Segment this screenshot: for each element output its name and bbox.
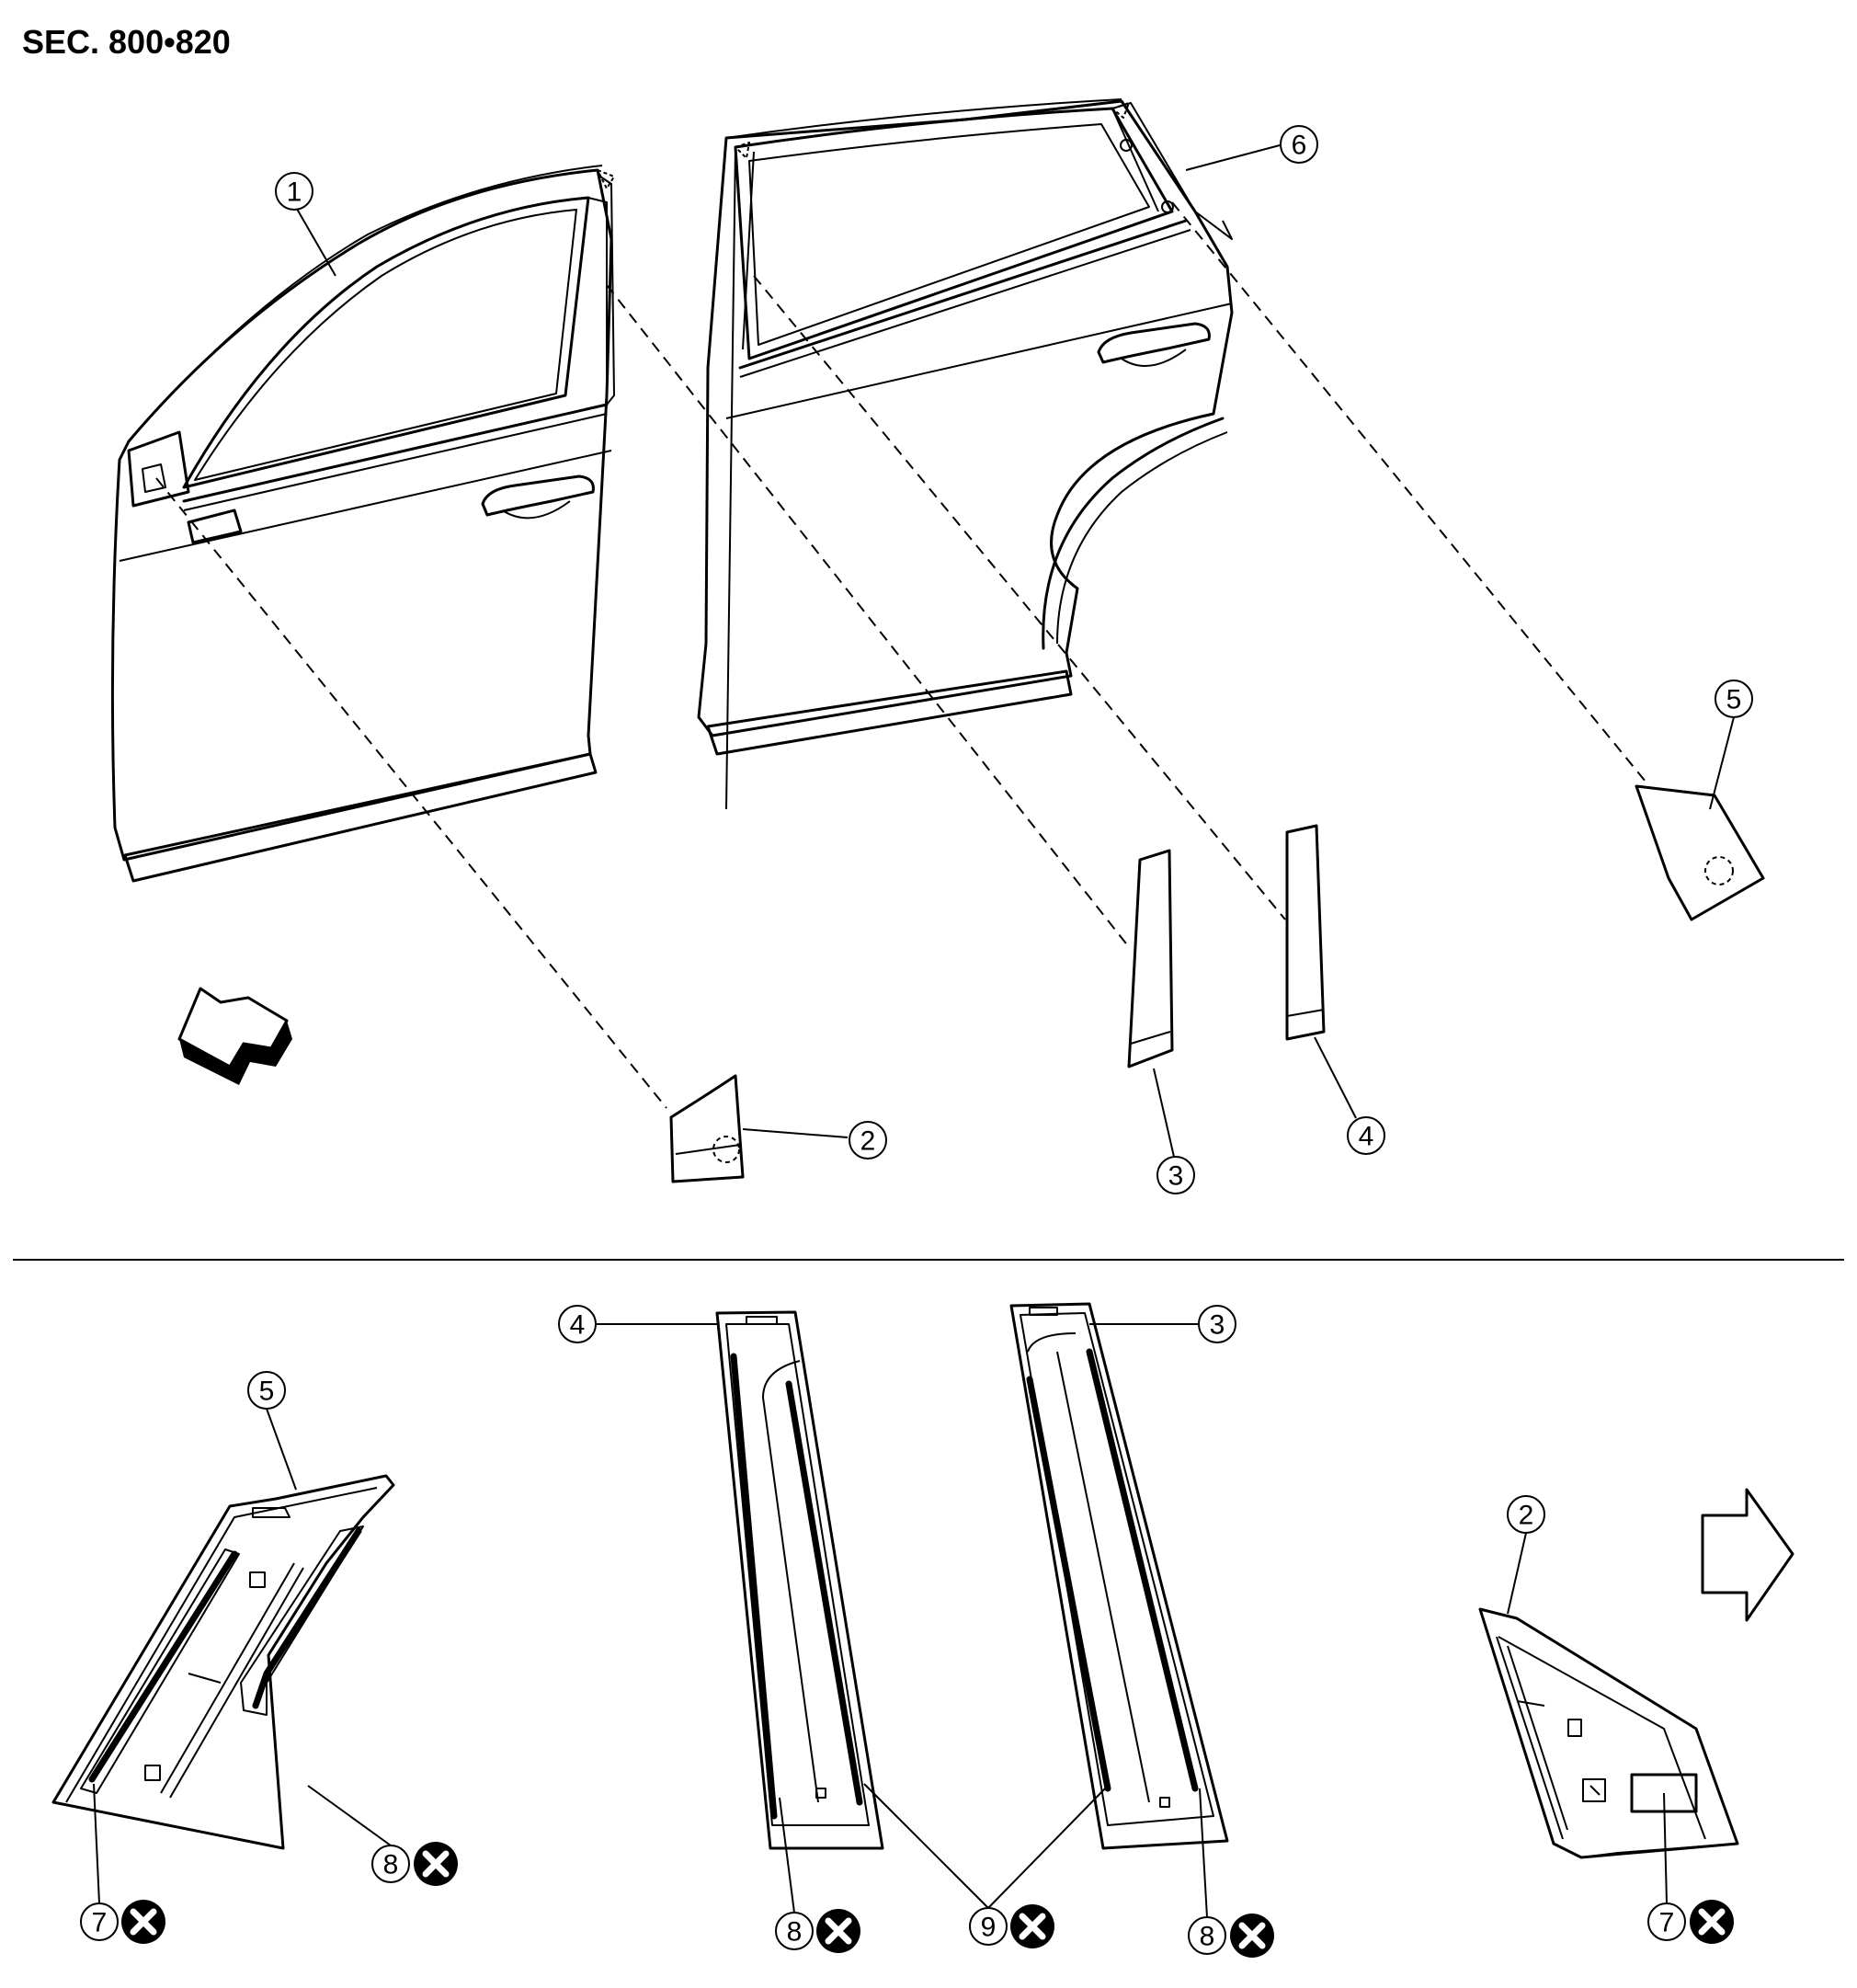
callout-5: 5 — [1715, 680, 1753, 718]
section-label: SEC. 800•820 — [22, 23, 231, 61]
svg-text:7: 7 — [1659, 1908, 1675, 1938]
part-2-back-view — [1478, 1607, 1739, 1859]
rear-door — [697, 98, 1234, 810]
svg-text:8: 8 — [383, 1850, 399, 1880]
svg-text:5: 5 — [1726, 685, 1742, 715]
callout-2-detail: 2 — [1507, 1495, 1545, 1534]
callout-6: 6 — [1280, 125, 1318, 164]
not-reusable-x-icon — [1690, 1900, 1734, 1944]
dashed-guide-lines — [155, 201, 1646, 1109]
svg-text:9: 9 — [981, 1913, 997, 1943]
svg-text:4: 4 — [1359, 1122, 1374, 1152]
callout-2: 2 — [849, 1121, 887, 1160]
part-4-back-view — [715, 1310, 884, 1850]
callout-3: 3 — [1156, 1156, 1195, 1194]
callout-4-detail: 4 — [558, 1305, 597, 1343]
front-door — [110, 165, 615, 883]
outboard-direction-arrow-icon — [1701, 1488, 1794, 1622]
svg-text:8: 8 — [787, 1917, 803, 1948]
svg-text:6: 6 — [1292, 131, 1307, 161]
part-4-pillar-finisher — [1285, 824, 1326, 1041]
svg-text:8: 8 — [1200, 1922, 1215, 1952]
callout-1: 1 — [275, 172, 313, 211]
not-reusable-x-icon — [816, 1909, 860, 1953]
svg-text:7: 7 — [92, 1908, 108, 1938]
svg-text:2: 2 — [860, 1126, 876, 1157]
part-2-corner-finisher — [669, 1074, 745, 1183]
svg-text:2: 2 — [1519, 1501, 1534, 1531]
callout-7-left: 7 — [80, 1900, 165, 1944]
not-reusable-x-icon — [1230, 1914, 1274, 1958]
callout-8-right: 8 — [1188, 1914, 1274, 1958]
not-reusable-x-icon — [121, 1900, 165, 1944]
lower-leaders — [93, 1323, 1668, 1918]
callout-3-detail: 3 — [1198, 1305, 1236, 1343]
svg-text:5: 5 — [259, 1377, 275, 1407]
callout-7-right: 7 — [1647, 1900, 1734, 1944]
callout-8-middle: 8 — [775, 1909, 860, 1953]
svg-text:1: 1 — [287, 177, 302, 208]
callout-5-detail: 5 — [247, 1371, 286, 1410]
svg-text:4: 4 — [570, 1310, 586, 1341]
part-3-back-view — [1009, 1302, 1229, 1850]
callout-9: 9 — [969, 1904, 1054, 1948]
part-5-rear-corner-finisher — [1635, 784, 1765, 921]
not-reusable-x-icon — [414, 1842, 458, 1886]
part-5-back-view — [51, 1474, 395, 1850]
part-3-pillar-finisher — [1127, 849, 1174, 1068]
svg-text:3: 3 — [1168, 1161, 1184, 1192]
not-reusable-x-icon — [1010, 1904, 1054, 1948]
svg-text:3: 3 — [1210, 1310, 1225, 1341]
callout-4: 4 — [1347, 1116, 1385, 1155]
front-direction-arrow-icon — [177, 987, 292, 1085]
callout-8-left: 8 — [371, 1842, 458, 1886]
upper-leaders — [293, 144, 1735, 1158]
